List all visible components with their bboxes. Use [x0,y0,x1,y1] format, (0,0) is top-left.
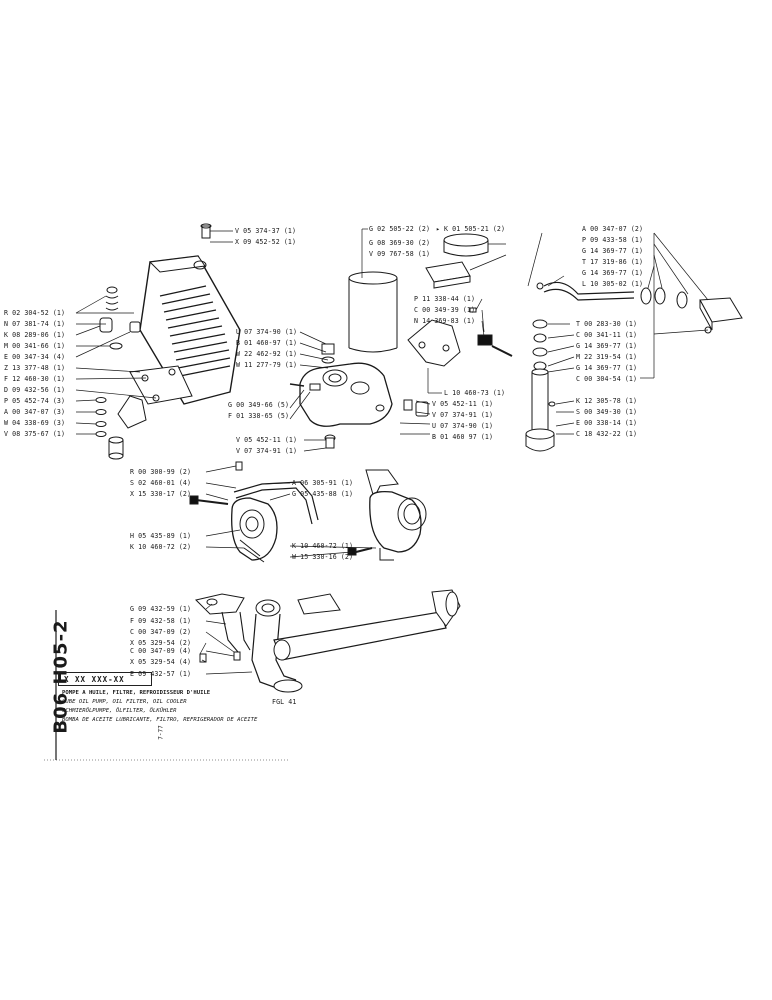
sheet-frame [44,610,290,761]
part-label: V 07 374-91 (1) [432,411,494,419]
pipe-leader-lines [527,232,709,435]
part-label: A 00 347-07 (2) [582,225,644,233]
figure-reference: FGL 41 [272,698,297,706]
part-label: V 05 452-11 (1) [236,436,298,444]
part-label: K 10 460-72 (2) [130,543,192,551]
part-label: X 09 452-52 (1) [235,238,297,246]
part-label: D 09 432-56 (1) [4,386,66,394]
part-label: W 22 462-92 (1) [236,350,298,358]
part-label: X 15 330-17 (2) [130,490,192,498]
oil-filter-drawing [348,233,513,367]
part-label: C 00 341-11 (1) [576,331,638,339]
part-label: C 00 349-39 (1) [414,306,476,314]
part-label: K 12 305-78 (1) [576,397,638,405]
part-label: G 02 505-22 (2) [369,225,431,233]
part-label: G 14 369-77 (1) [582,247,644,255]
cooler-leader-lines [75,230,233,435]
part-label: L 10 305-02 (1) [582,280,644,288]
description-es: BOMBA DE ACEITE LUBRICANTE, FILTRO, REFR… [62,717,258,723]
part-label: X 05 329-54 (2) [130,639,192,647]
part-label: G 05 435-88 (1) [292,490,354,498]
part-label: U 07 374-90 (1) [432,422,494,430]
oil-pipe-drawing [525,281,743,452]
part-label: F 01 338-65 (5) [228,412,290,420]
part-label: A 00 347-07 (3) [4,408,66,416]
part-label: U 07 374-90 (1) [236,328,298,336]
part-label: P 05 452-74 (3) [4,397,66,405]
suction-pipe-drawing [195,589,461,693]
part-label: W 04 338-69 (3) [4,419,66,427]
part-label: A 06 305-91 (1) [292,479,354,487]
part-label: G 08 369-30 (2) [369,239,431,247]
part-label: T 00 283-30 (1) [576,320,638,328]
part-label: R 02 304-52 (1) [4,309,66,317]
part-label: C 00 347-09 (2) [130,628,192,636]
part-label: N 14 369-83 (1) [414,317,476,325]
oil-cooler-drawing [95,223,241,460]
part-label: T 17 319-86 (1) [582,258,644,266]
part-label: G 09 432-59 (1) [130,605,192,613]
part-label: X 05 329-54 (4) [130,658,192,666]
part-label: K 10 460-72 (1) [292,542,354,550]
part-label: C 00 304-54 (1) [576,375,638,383]
part-label: H 05 435-89 (1) [130,532,192,540]
part-label: C 00 347-09 (4) [130,647,192,655]
part-label: V 08 375-67 (1) [4,430,66,438]
part-label: K 08 289-06 (1) [4,331,66,339]
part-label: G 14 369-77 (1) [576,342,638,350]
part-label: M 00 341-66 (1) [4,342,66,350]
part-label: L 10 460-73 (1) [444,389,506,397]
part-label: V 05 374-37 (1) [235,227,297,235]
part-label: M 22 319-54 (1) [576,353,638,361]
part-label: R 00 300-99 (2) [130,468,192,476]
description-fr: POMPE A HUILE, FILTRE, REFROIDISSEUR D'H… [62,690,211,696]
part-label: V 09 767-58 (1) [369,250,431,258]
part-label: S 02 460-01 (4) [130,479,192,487]
part-label: G 00 349-66 (5) [228,401,290,409]
part-label: P 09 433-58 (1) [582,236,644,244]
filter-housing-drawing [289,343,429,449]
part-label: W 11 277-79 (1) [236,361,298,369]
part-label: Z 13 377-48 (1) [4,364,66,372]
part-label: E 00 347-34 (4) [4,353,66,361]
part-label: V 07 374-91 (1) [236,447,298,455]
part-label: E 09 432-57 (1) [130,670,192,678]
description-de: SCHMIERÖLPUMPE, ÖLFILTER, ÖLKÜHLER [62,708,177,714]
part-label: G 14 369-77 (1) [582,269,644,277]
part-label: C 18 432-22 (1) [576,430,638,438]
pump-leader-lines [205,465,377,558]
part-label: P 11 338-44 (1) [414,295,476,303]
part-label: E 00 338-14 (1) [576,419,638,427]
oil-pump-drawing [189,461,427,563]
title-box: X XX XXX-XX [58,672,152,686]
part-label: G 14 369-77 (1) [576,364,638,372]
part-label: F 09 432-58 (1) [130,617,192,625]
suction-leader-lines [199,603,253,675]
part-label: B 01 460 97 (1) [432,433,494,441]
part-label: K 01 505-21 (2) [444,225,506,233]
page-ref: 7-77 [157,725,165,740]
arrow-ref-icon: ▸ [436,225,441,233]
part-label: V 05 452-11 (1) [432,400,494,408]
title-box-code: X XX XXX-XX [64,675,125,684]
part-label: S 00 349-30 (1) [576,408,638,416]
filter-leader-lines [361,228,507,394]
part-label: N 07 381-74 (1) [4,320,66,328]
part-label: F 12 460-30 (1) [4,375,66,383]
description-en: LUBE OIL PUMP, OIL FILTER, OIL COOLER [62,699,187,705]
part-label: W 15 330-16 (2) [292,553,354,561]
housing-leader-lines [289,331,431,452]
part-label: B 01 460-97 (1) [236,339,298,347]
